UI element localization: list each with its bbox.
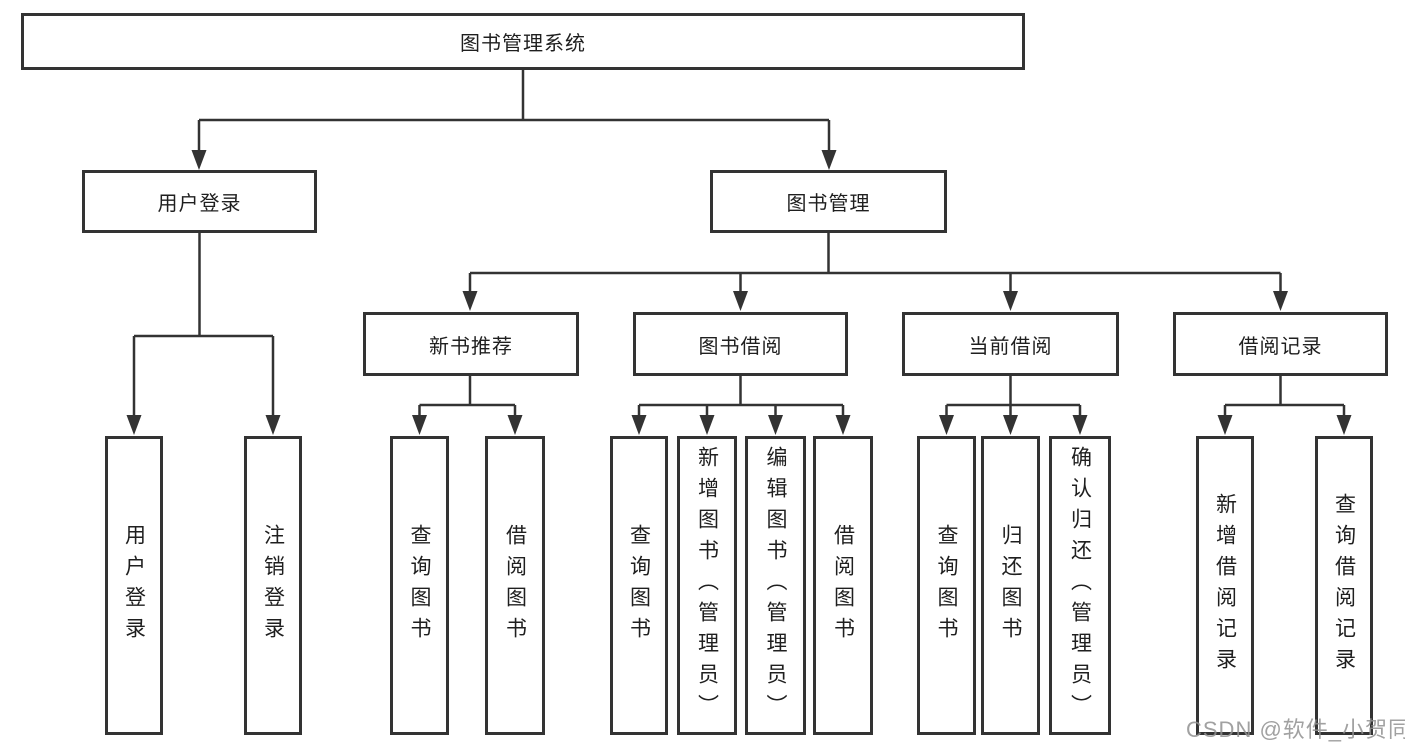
leaf-query-books-current: 查询图书	[917, 436, 976, 735]
leaf-query-books-borrow: 查询图书	[610, 436, 668, 735]
leaf-query-books-recommend: 查询图书	[390, 436, 449, 735]
leaf-query-borrow-record: 查询借阅记录	[1315, 436, 1373, 735]
leaf-add-book-admin: 新增图书（管理员）	[677, 436, 737, 735]
leaf-confirm-return-admin: 确认归还（管理员）	[1049, 436, 1111, 735]
node-borrow-records: 借阅记录	[1173, 312, 1388, 376]
node-user-login: 用户登录	[82, 170, 317, 233]
node-new-book-recommend: 新书推荐	[363, 312, 579, 376]
node-book-management: 图书管理	[710, 170, 947, 233]
node-book-borrow: 图书借阅	[633, 312, 848, 376]
leaf-logout: 注销登录	[244, 436, 302, 735]
leaf-user-login: 用户登录	[105, 436, 163, 735]
leaf-return-book: 归还图书	[981, 436, 1040, 735]
leaf-borrow-books-recommend: 借阅图书	[485, 436, 545, 735]
node-root: 图书管理系统	[21, 13, 1025, 70]
leaf-edit-book-admin: 编辑图书（管理员）	[745, 436, 806, 735]
node-current-borrow: 当前借阅	[902, 312, 1119, 376]
leaf-borrow-books: 借阅图书	[813, 436, 873, 735]
csdn-watermark: CSDN @软件_小贺同学	[1186, 717, 1405, 742]
leaf-add-borrow-record: 新增借阅记录	[1196, 436, 1254, 735]
